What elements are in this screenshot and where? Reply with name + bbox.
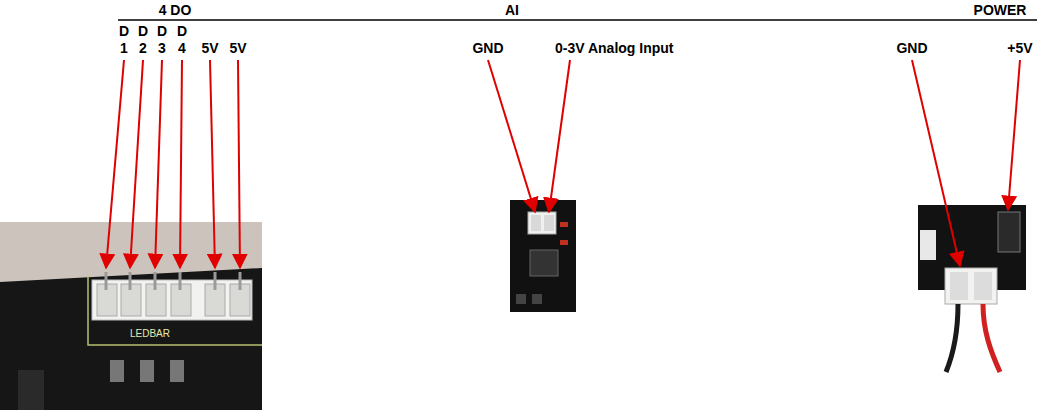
pin-name: 4 <box>178 40 186 56</box>
pin-name: D <box>157 23 167 39</box>
pin-name: 3 <box>158 40 166 56</box>
section-heading: AI <box>505 2 519 18</box>
pin-name: 0-3V Analog Input <box>555 40 673 56</box>
pin-name: GND <box>472 40 503 56</box>
pin-name: 2 <box>139 40 147 56</box>
pin-name: D <box>138 23 148 39</box>
pin-name: D <box>119 23 129 39</box>
ai-connector-photo <box>510 200 576 312</box>
pin-name: 5V <box>229 40 246 56</box>
pin-name: +5V <box>1007 40 1032 56</box>
header-rule <box>118 19 1037 21</box>
board-silkscreen: LEDBAR <box>130 328 170 340</box>
section-heading: 4 DO <box>159 2 192 18</box>
pointer-arrows <box>106 60 1020 268</box>
pin-name: D <box>177 23 187 39</box>
section-heading: POWER <box>974 2 1027 18</box>
pin-name: 1 <box>120 40 128 56</box>
pin-name: GND <box>896 40 927 56</box>
power-connector-photo <box>918 205 1026 380</box>
pin-name: 5V <box>201 40 218 56</box>
